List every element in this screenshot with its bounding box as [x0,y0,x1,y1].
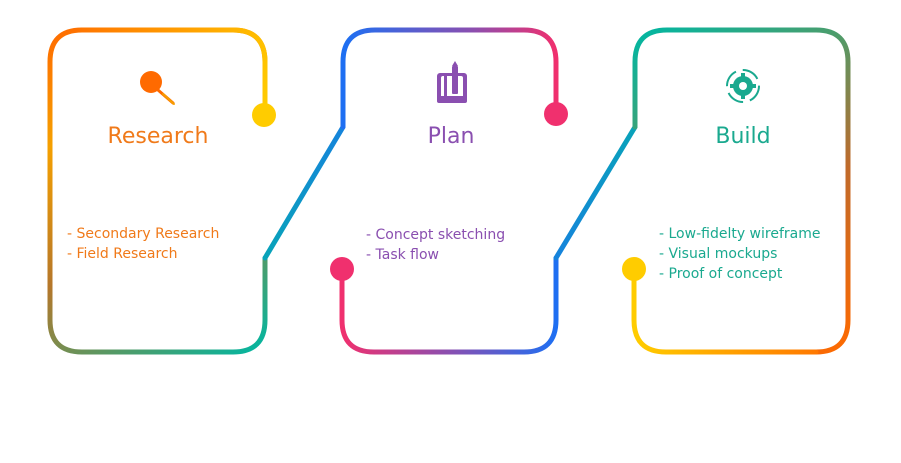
research-card-outline-top [79,27,268,118]
list-item: - Task flow [366,247,440,263]
plan-bottom-dot [330,257,354,281]
list-item: - Low-fidelty wireframe [659,226,821,242]
plan-card-outline-top [340,27,559,130]
list-item: - Visual mockups [659,246,778,262]
connector-plan-build [553,124,638,261]
connector-research-plan [262,124,346,261]
build-bottom-dot [622,257,646,281]
plan-title: Plan [427,124,475,149]
list-item: - Field Research [67,246,178,262]
research-end-dot [252,103,276,127]
build-items: - Low-fidelty wireframe - Visual mockups… [659,224,820,284]
gear-cycle-icon [726,69,760,103]
magnifier-icon [140,71,175,105]
list-item: - Secondary Research [67,226,220,242]
research-items: - Secondary Research - Field Research [67,224,219,264]
plan-items: - Concept sketching - Task flow [366,225,505,265]
list-item: - Proof of concept [659,266,783,282]
plan-card-outline-bottom [339,255,559,355]
plan-top-dot [544,102,568,126]
build-title: Build [715,124,771,149]
research-title: Research [107,124,209,149]
build-card-outline [632,27,851,355]
build-card-outline-bottom [631,267,819,355]
list-item: - Concept sketching [366,227,506,243]
notebook-pen-icon [437,61,467,103]
